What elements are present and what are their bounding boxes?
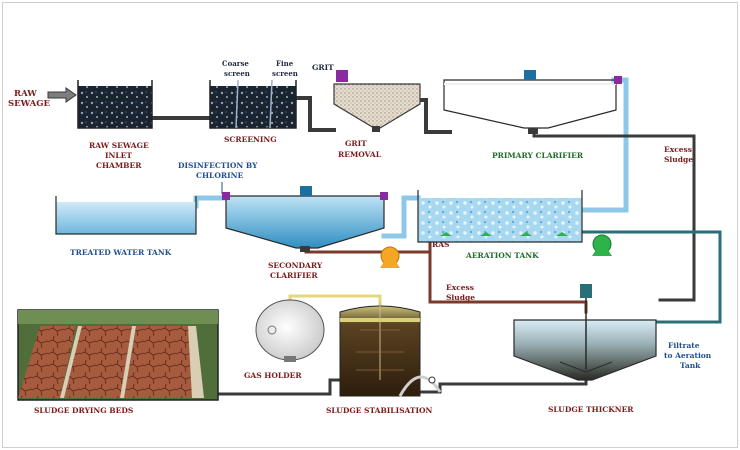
pipe-aeration-to-secondary xyxy=(381,195,421,239)
label-secondary-clarifier-2: CLARIFIER xyxy=(270,271,318,280)
label-filtrate-2: to Aeration xyxy=(664,351,712,360)
screening-chamber xyxy=(209,79,297,129)
label-grit: GRIT xyxy=(312,63,334,72)
label-filtrate-3: Tank xyxy=(680,361,701,370)
label-treated-water-tank: TREATED WATER TANK xyxy=(70,248,172,257)
raw-sewage-inlet-chamber xyxy=(77,80,153,129)
label-grit-removal-1: GRIT xyxy=(345,139,367,148)
label-fine-screen-2: screen xyxy=(272,69,298,78)
label-inlet-1: RAW SEWAGE xyxy=(89,141,149,150)
label-inlet-3: CHAMBER xyxy=(96,161,142,170)
label-sludge-stabilisation: SLUDGE STABILISATION xyxy=(326,406,433,415)
grit-removal-chamber xyxy=(333,70,421,132)
label-excess-sludge-mid-1: Excess xyxy=(446,283,474,292)
treated-water-tank xyxy=(55,196,197,235)
label-ras: RAS xyxy=(432,240,449,249)
label-disinfection-1: DISINFECTION BY xyxy=(178,161,258,170)
pipe-excess-sludge-mid xyxy=(428,250,588,314)
label-gas-holder: GAS HOLDER xyxy=(244,371,302,380)
label-raw-sewage-2: SEWAGE xyxy=(8,99,50,109)
label-raw-sewage-1: RAW xyxy=(14,89,37,99)
aeration-pump xyxy=(592,234,612,256)
pipe-thickner-to-stabilisation xyxy=(418,378,588,394)
label-disinfection-2: CHLORINE xyxy=(196,171,243,180)
label-excess-sludge-mid-2: Sludge xyxy=(446,293,475,302)
label-primary-clarifier: PRIMARY CLARIFIER xyxy=(492,151,584,160)
label-inlet-2: INLET xyxy=(105,151,132,160)
label-sludge-drying-beds: SLUDGE DRYING BEDS xyxy=(34,406,133,415)
pipe-gas xyxy=(288,294,382,308)
sludge-thickner xyxy=(513,284,657,381)
secondary-clarifier xyxy=(222,186,388,252)
pipe-screening-to-grit xyxy=(294,96,336,132)
sludge-drying-beds xyxy=(17,309,219,401)
label-sludge-thickner: SLUDGE THICKNER xyxy=(548,405,634,414)
raw-sewage-arrow xyxy=(47,87,77,103)
pipe-filtrate xyxy=(580,230,722,324)
primary-clarifier xyxy=(443,70,622,134)
pipe-primary-to-aeration xyxy=(579,77,629,213)
label-excess-sludge-top-2: Sludge xyxy=(664,155,693,164)
sludge-stabilisation-tank xyxy=(339,302,442,397)
label-screening: SCREENING xyxy=(224,135,277,144)
ras-pump xyxy=(380,246,400,268)
label-secondary-clarifier-1: SECONDARY xyxy=(268,261,323,270)
label-coarse-screen-1: Coarse xyxy=(222,59,249,68)
label-coarse-screen-2: screen xyxy=(224,69,250,78)
aeration-tank xyxy=(417,190,583,243)
label-filtrate-1: Filtrate xyxy=(668,341,700,350)
pipe-excess-sludge-top xyxy=(532,130,696,302)
label-fine-screen-1: Fine xyxy=(276,59,294,68)
pipe-secondary-to-treated xyxy=(193,195,229,209)
pipe-stabilisation-to-beds xyxy=(218,378,342,396)
gas-holder xyxy=(255,299,325,362)
label-excess-sludge-top-1: Excess xyxy=(664,145,692,154)
label-aeration-tank: AERATION TANK xyxy=(465,251,539,260)
label-grit-removal-2: REMOVAL xyxy=(338,150,382,159)
